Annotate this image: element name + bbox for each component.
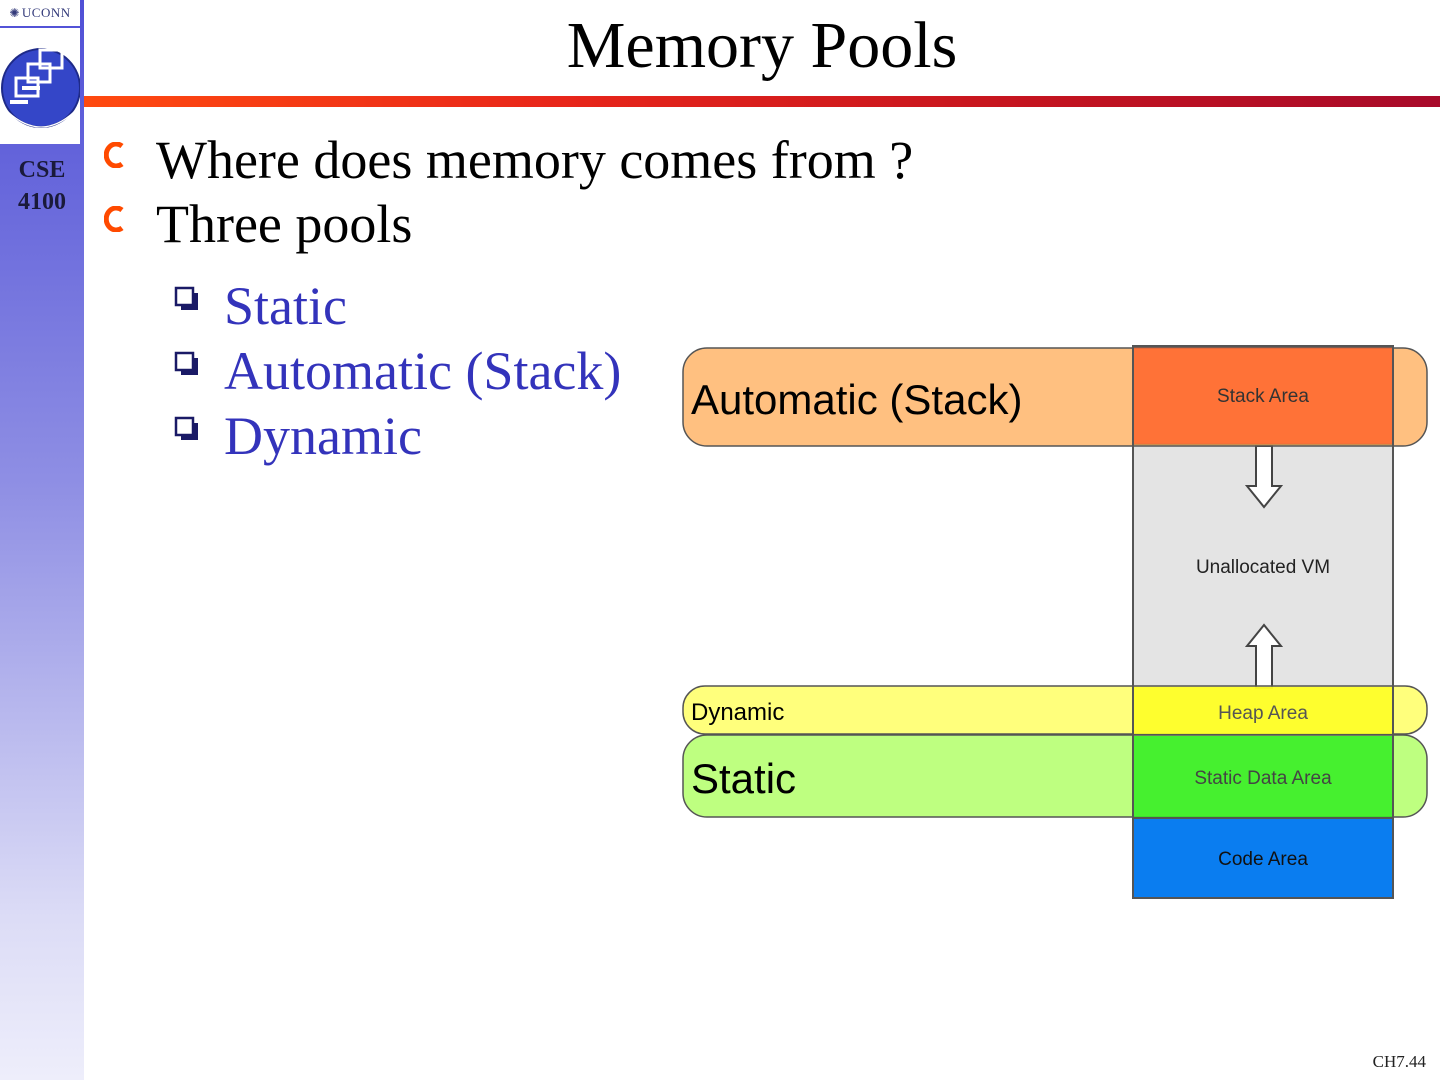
sub-bullet-text: Dynamic [224, 406, 422, 466]
list-item: Dynamic [172, 404, 621, 469]
course-number: 4100 [18, 189, 66, 215]
square-bullet-icon [174, 286, 198, 310]
code-area-label: Code Area [1218, 849, 1308, 870]
sub-bullet-list: Static Automatic (Stack) Dynamic [172, 274, 621, 469]
bullet-text: Where does memory comes from ? [156, 130, 914, 190]
department-logo [0, 28, 81, 144]
static-data-area-block [1133, 736, 1393, 817]
stack-area-label: Stack Area [1217, 386, 1309, 407]
bullet-list: Where does memory comes from ? Three poo… [100, 128, 913, 256]
static-data-area-label: Static Data Area [1194, 768, 1332, 789]
square-bullet-icon [174, 416, 198, 440]
sub-bullet-text: Automatic (Stack) [224, 341, 622, 401]
sub-bullet-text: Static [224, 276, 347, 336]
dynamic-pool-band [682, 685, 1428, 735]
stack-area-block [1132, 345, 1394, 445]
arrow-down-icon [1244, 445, 1284, 509]
ring-bullet-icon [104, 206, 124, 232]
arrow-up-icon [1244, 623, 1284, 689]
course-subject: CSE [18, 157, 66, 183]
heap-area-block [1133, 687, 1393, 734]
logo-text: UCONN [21, 5, 71, 20]
stack-area-overlay [1133, 348, 1393, 444]
stack-pool-label: Automatic (Stack) [691, 376, 1022, 423]
seal-icon: ✺ [9, 5, 20, 20]
static-pool-label: Static [691, 755, 796, 802]
heap-area-label: Heap Area [1218, 703, 1308, 724]
list-item: Where does memory comes from ? [100, 128, 913, 192]
dynamic-pool-label: Dynamic [691, 699, 784, 726]
network-computers-icon [1, 48, 81, 128]
title-divider [84, 96, 1440, 107]
static-pool-band [682, 734, 1428, 818]
page-title: Memory Pools [566, 9, 958, 82]
list-item: Three pools [100, 192, 913, 256]
sidebar: ✺ UCONN CSE 4100 [0, 0, 84, 1080]
course-label: CSE 4100 [0, 154, 84, 218]
unallocated-vm-block [1132, 345, 1394, 899]
slide-number: CH7.44 [1372, 1052, 1426, 1071]
list-item: Static [172, 274, 621, 339]
square-bullet-icon [174, 351, 198, 375]
list-item: Automatic (Stack) [172, 339, 621, 404]
unallocated-vm-label: Unallocated VM [1196, 557, 1330, 578]
bullet-text: Three pools [156, 194, 413, 254]
code-area-block [1132, 817, 1394, 899]
university-logo: ✺ UCONN [0, 0, 80, 26]
stack-pool-band [682, 347, 1428, 447]
ring-bullet-icon [104, 142, 124, 168]
